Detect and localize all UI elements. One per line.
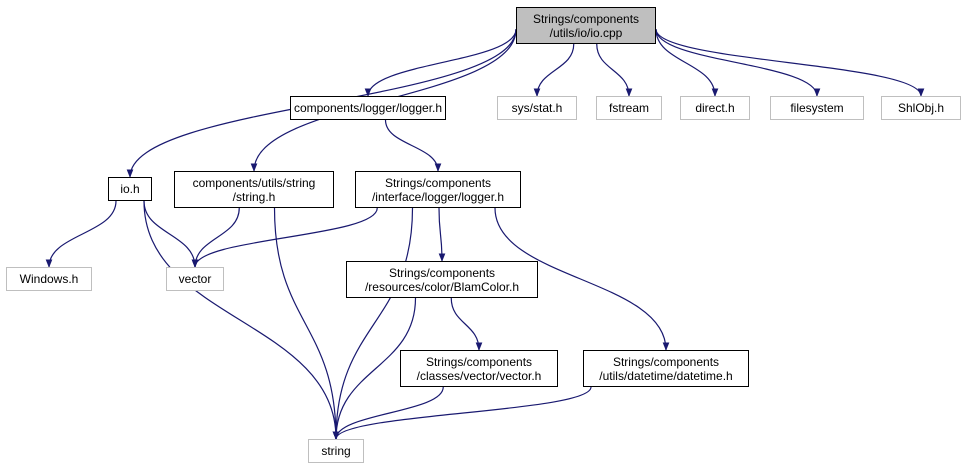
edge-vector_h-to-string xyxy=(332,386,444,440)
node-label-line: components/utils/string xyxy=(192,175,316,190)
node-vector: vector xyxy=(166,267,224,291)
node-label-line: string xyxy=(321,444,351,458)
node-label-line: /classes/vector/vector.h xyxy=(416,368,542,383)
node-io-cpp[interactable]: Strings/components/utils/io/io.cpp xyxy=(516,7,656,44)
node-vector-h[interactable]: Strings/components/classes/vector/vector… xyxy=(400,350,558,387)
node-label-line: Strings/components xyxy=(612,354,720,369)
node-blamcolor-h[interactable]: Strings/components/resources/color/BlamC… xyxy=(346,261,538,298)
node-datetime-h[interactable]: Strings/components/utils/datetime/dateti… xyxy=(583,350,749,387)
node-label-line: Strings/components xyxy=(425,354,533,369)
node-label-line: Strings/components xyxy=(388,265,496,280)
edge-blamcolor-to-string xyxy=(332,297,417,440)
node-label-line: fstream xyxy=(608,101,649,115)
node-logger-h[interactable]: components/logger/logger.h xyxy=(290,96,446,120)
node-label-line: filesystem xyxy=(790,101,844,115)
node-label-line: /utils/io/io.cpp xyxy=(549,25,623,40)
node-label-line: vector xyxy=(178,272,212,286)
edge-io_cpp-to-fstream xyxy=(596,43,633,97)
node-io-h[interactable]: io.h xyxy=(108,177,152,201)
node-label-line: /utils/datetime/datetime.h xyxy=(599,368,733,383)
node-label-line: direct.h xyxy=(695,101,735,115)
node-filesystem: filesystem xyxy=(770,96,864,120)
node-string: string xyxy=(308,439,364,463)
edge-io_cpp-to-shlobj xyxy=(655,29,925,97)
edge-iface_logger-to-blamcolor xyxy=(438,207,446,262)
edge-io_cpp-to-direct xyxy=(655,29,719,97)
node-fstream: fstream xyxy=(596,96,662,120)
edge-datetime-to-string xyxy=(332,386,592,440)
edge-string_h-to-vector xyxy=(191,207,240,268)
edge-iface_logger-to-vector xyxy=(191,207,378,268)
edge-io_cpp-to-logger_h xyxy=(364,29,517,97)
edge-blamcolor-to-vector_h xyxy=(450,297,483,351)
edge-iface_logger-to-datetime xyxy=(494,207,670,351)
node-label-line: ShlObj.h xyxy=(897,101,945,115)
node-label-line: /string.h xyxy=(232,189,276,204)
node-label-line: sys/stat.h xyxy=(511,101,563,115)
node-label-line: io.h xyxy=(120,182,140,196)
edge-string_h-to-string xyxy=(273,207,340,440)
node-sys-stat: sys/stat.h xyxy=(497,96,577,120)
node-label-line: /resources/color/BlamColor.h xyxy=(364,279,520,294)
node-label-line: components/logger/logger.h xyxy=(293,101,443,115)
edge-io_h-to-windows xyxy=(45,200,117,268)
edge-logger_h-to-iface_logger xyxy=(384,119,442,172)
node-direct: direct.h xyxy=(680,96,750,120)
node-shlobj: ShlObj.h xyxy=(881,96,961,120)
node-label-line: Windows.h xyxy=(19,272,79,286)
edge-iface_logger-to-string xyxy=(332,207,414,440)
edge-io_cpp-to-filesystem xyxy=(655,29,821,97)
node-string-h[interactable]: components/utils/string/string.h xyxy=(174,171,334,208)
edge-io_h-to-vector xyxy=(143,200,199,268)
node-label-line: /interface/logger/logger.h xyxy=(371,189,505,204)
edge-io_cpp-to-sys_stat xyxy=(533,43,575,97)
node-interface-logger-h[interactable]: Strings/components/interface/logger/logg… xyxy=(355,171,521,208)
edge-io_h-to-string xyxy=(143,200,340,440)
node-windows-h: Windows.h xyxy=(6,267,92,291)
node-label-line: Strings/components xyxy=(384,175,492,190)
node-label-line: Strings/components xyxy=(532,11,640,26)
